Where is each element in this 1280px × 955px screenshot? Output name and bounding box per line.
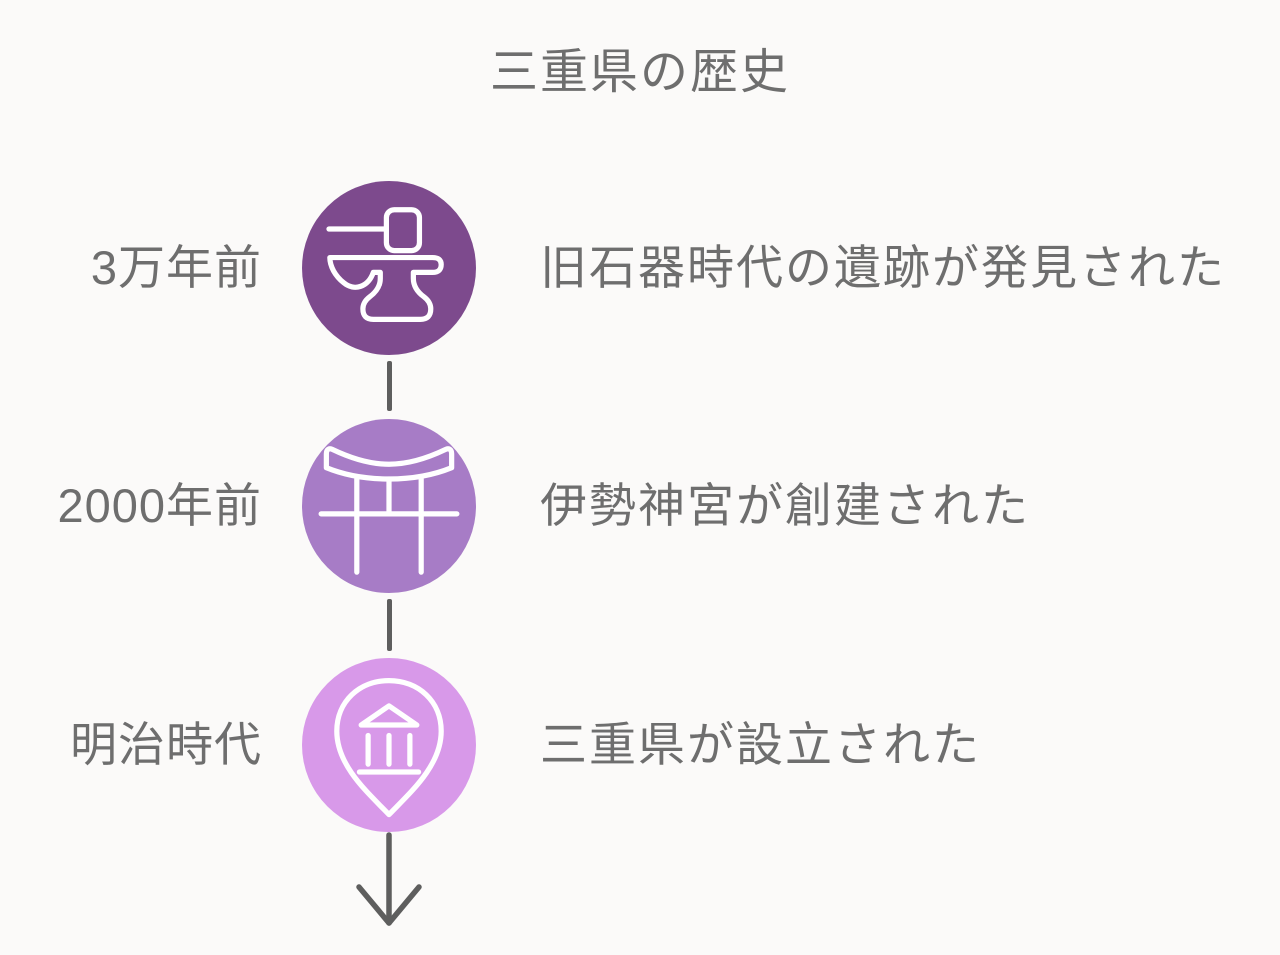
timeline-event-text: 旧石器時代の遺跡が発見された	[540, 241, 1226, 294]
timeline-node	[302, 419, 476, 593]
timeline-period-label: 3万年前	[90, 241, 262, 294]
connector-line	[387, 599, 392, 651]
down-arrow-icon	[355, 832, 423, 930]
anvil-icon	[326, 207, 444, 322]
torii-gate-icon	[318, 446, 460, 575]
timeline-node	[302, 181, 476, 355]
connector-line	[387, 361, 392, 411]
timeline-period-label: 明治時代	[70, 718, 262, 771]
timeline-event-text: 伊勢神宮が創建された	[540, 479, 1030, 532]
page-title: 三重県の歴史	[489, 46, 790, 99]
map-pin-museum-icon	[334, 678, 444, 818]
timeline-period-label: 2000年前	[57, 479, 262, 532]
timeline-event-text: 三重県が設立された	[540, 718, 981, 771]
timeline-node	[302, 658, 476, 832]
